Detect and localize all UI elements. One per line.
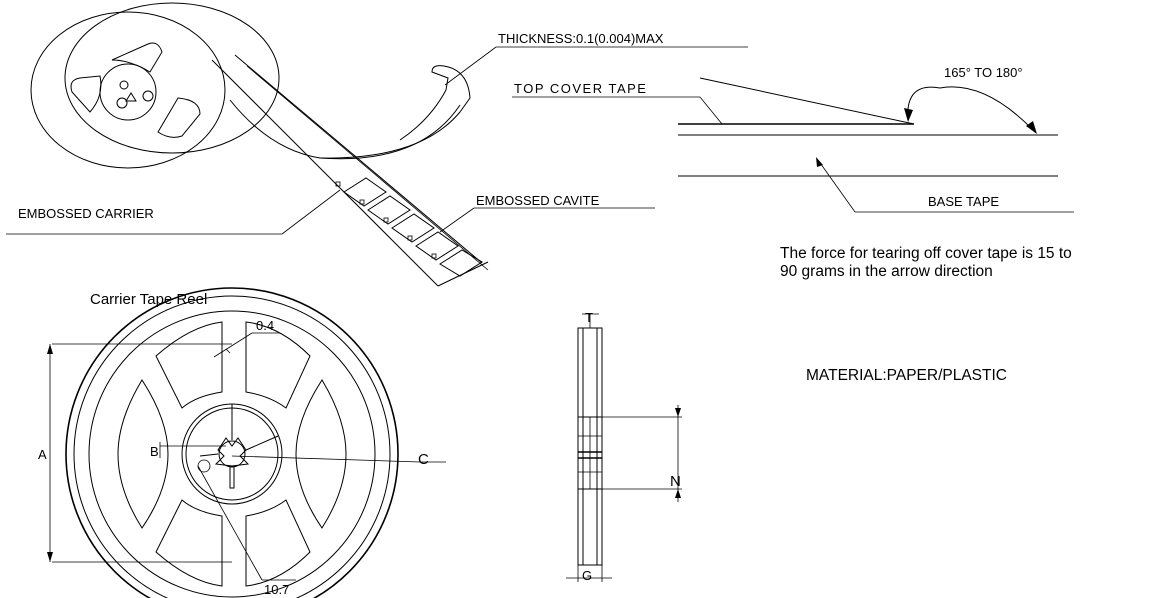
dimension-n: N (670, 473, 681, 490)
top-cover-tape-label: TOP COVER TAPE (514, 81, 647, 96)
peel-angle-diagram (512, 77, 1074, 213)
leader-lines (6, 46, 748, 235)
embossed-carrier-label: EMBOSSED CARRIER (18, 206, 154, 221)
reel-title: Carrier Tape Reel (90, 291, 207, 308)
reel-side-view (577, 327, 603, 566)
force-note-line1: The force for tearing off cover tape is … (780, 245, 1072, 262)
dimension-b: B (150, 444, 159, 459)
side-view-dimensions (566, 313, 682, 582)
dimension-g: G (582, 568, 592, 583)
thickness-label: THICKNESS:0.1(0.004)MAX (498, 31, 664, 46)
material-label: MATERIAL:PAPER/PLASTIC (806, 367, 1007, 384)
dimension-107: 10.7 (264, 582, 289, 597)
perspective-reel (30, 2, 489, 287)
reel-front-view (65, 287, 399, 598)
angle-label: 165° TO 180° (944, 65, 1023, 80)
dimension-t: T (585, 310, 593, 325)
force-note-line2: 90 grams in the arrow direction (780, 263, 993, 280)
embossed-cavite-label: EMBOSSED CAVITE (476, 193, 600, 208)
reel-dimensions (47, 332, 446, 581)
dimension-04: 0.4 (256, 318, 274, 333)
dimension-a: A (38, 447, 47, 462)
dimension-c: C (418, 451, 429, 468)
base-tape-label: BASE TAPE (928, 194, 999, 209)
